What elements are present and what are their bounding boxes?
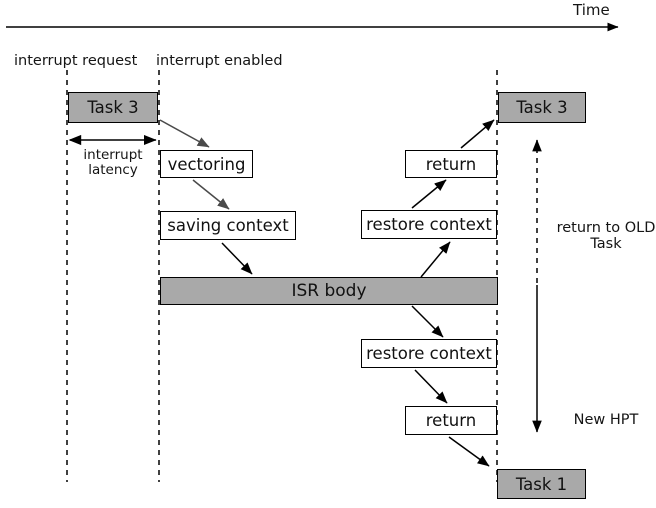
flow-arrow-restore-context-to-return-upper xyxy=(411,179,447,209)
flow-arrow-return-to-task1 xyxy=(448,436,490,467)
flow-arrow-return-to-task3-right xyxy=(460,119,495,149)
flow-arrow-saving-context-to-isr-body xyxy=(221,242,253,275)
return-upper-box[interactable]: return xyxy=(405,150,497,178)
task3-left-box[interactable]: Task 3 xyxy=(68,92,158,123)
flow-arrow-isr-body-to-restore-context-upper xyxy=(420,241,451,278)
restore-context-lower-box[interactable]: restore context xyxy=(361,339,497,368)
flow-arrow-restore-context-to-return-lower xyxy=(414,369,448,404)
saving-context-box[interactable]: saving context xyxy=(160,211,296,240)
restore-context-upper-box[interactable]: restore context xyxy=(361,210,497,239)
task3-right-box[interactable]: Task 3 xyxy=(498,92,586,123)
interrupt-enabled-label: interrupt enabled xyxy=(156,53,283,69)
isr-body-bar[interactable]: ISR body xyxy=(160,277,498,305)
flow-arrow-task3-to-vectoring xyxy=(159,119,210,148)
task1-box[interactable]: Task 1 xyxy=(497,469,586,499)
flow-arrow-vectoring-to-saving-context xyxy=(192,179,230,210)
return-to-old-task-label: return to OLD Task xyxy=(556,220,656,253)
return-lower-box[interactable]: return xyxy=(405,406,497,435)
interrupt-request-label: interrupt request xyxy=(14,53,138,69)
interrupt-latency-label: interrupt latency xyxy=(83,147,143,179)
flow-arrow-isr-body-to-restore-context-lower xyxy=(411,305,444,338)
new-hpt-label: New HPT xyxy=(573,412,639,428)
vectoring-box[interactable]: vectoring xyxy=(160,150,253,178)
time-axis-label: Time xyxy=(573,1,610,19)
